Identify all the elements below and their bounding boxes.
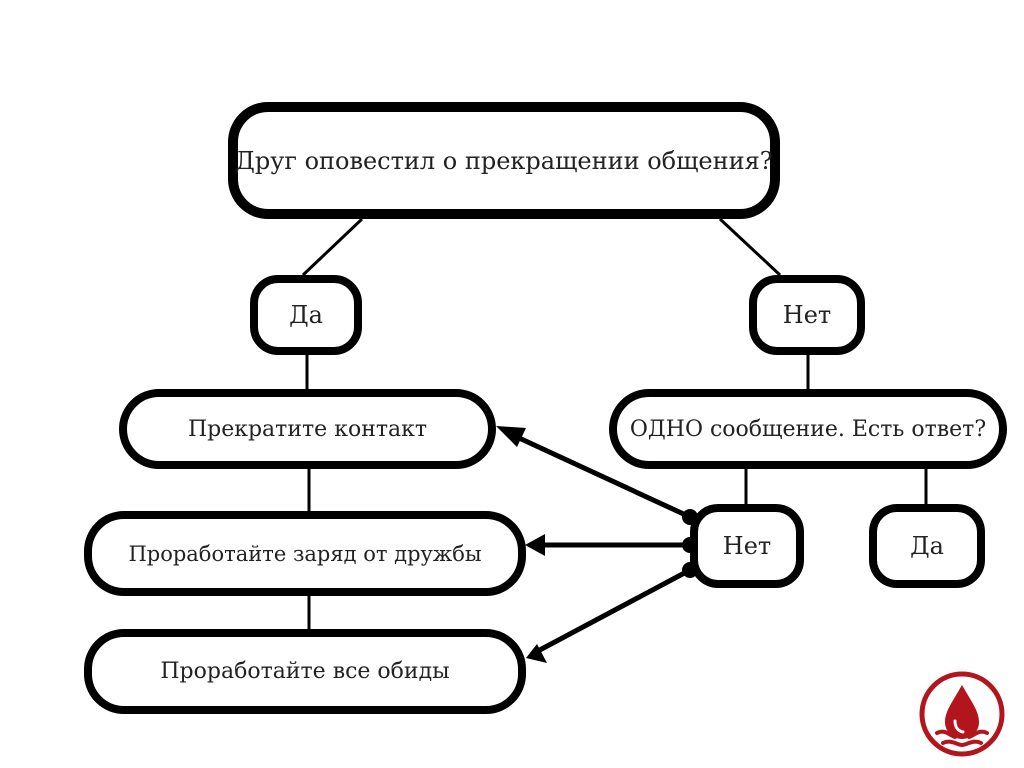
edge-question-to-yes (301, 217, 364, 277)
stop-contact-node: Прекратите контакт (119, 389, 496, 469)
drop-logo-icon (919, 671, 1005, 757)
question-text: Друг оповестил о прекращении общения? (235, 146, 773, 175)
work-grievances-node: Проработайте все обиды (84, 629, 526, 714)
no-answer-label: Нет (722, 532, 772, 560)
edge-question-to-no (718, 217, 782, 277)
arrow-to-work-grievances (526, 562, 698, 663)
yes-answer-node: Да (869, 504, 985, 588)
yes-answer-label: Да (910, 532, 944, 560)
work-grievances-label: Проработайте все обиды (160, 659, 450, 684)
yes-left-label: Да (289, 301, 323, 329)
question-node: Друг оповестил о прекращении общения? (228, 102, 780, 219)
no-right-label: Нет (782, 301, 832, 329)
no-node-right: Нет (749, 275, 865, 355)
one-message-node: ОДНО сообщение. Есть ответ? (609, 389, 1007, 469)
work-charge-node: Проработайте заряд от дружбы (84, 511, 526, 596)
one-message-label: ОДНО сообщение. Есть ответ? (629, 416, 987, 442)
no-answer-node: Нет (690, 504, 804, 588)
work-charge-label: Проработайте заряд от дружбы (128, 541, 482, 566)
arrow-to-work-charge (525, 534, 698, 556)
yes-node-left: Да (250, 275, 362, 355)
stop-contact-label: Прекратите контакт (187, 416, 428, 442)
